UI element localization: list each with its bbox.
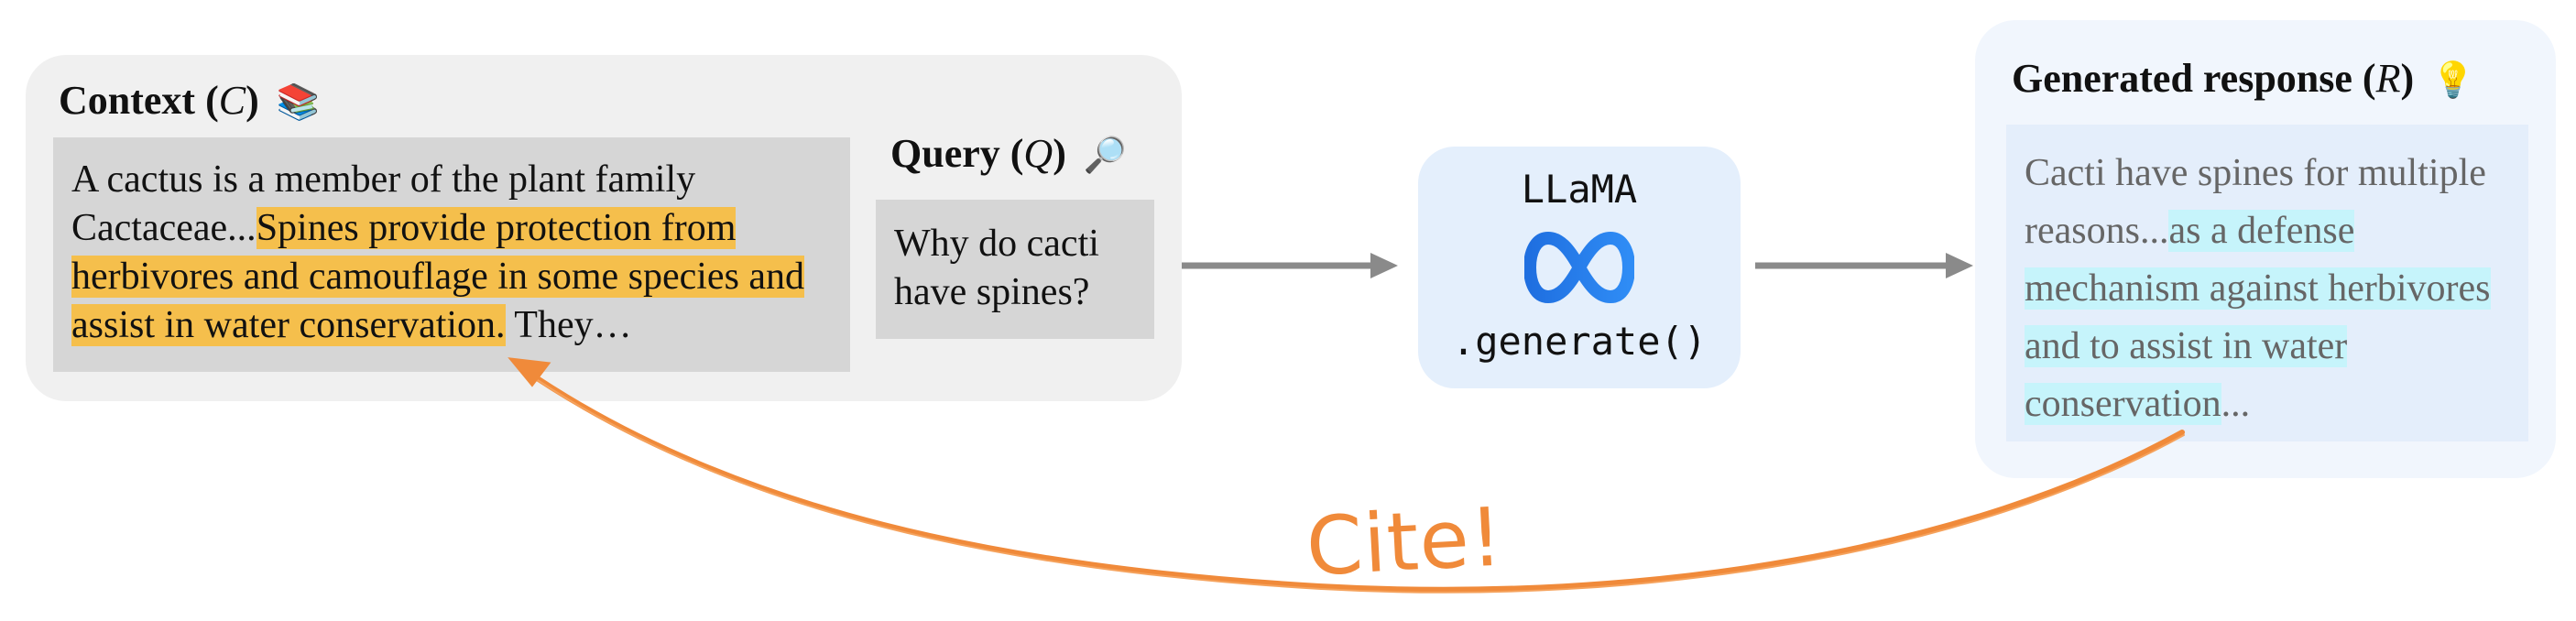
books-icon: 📚 (276, 82, 321, 122)
model-name: LLaMA (1521, 167, 1638, 212)
query-title: Query (Q) 🔎 (890, 131, 1128, 176)
response-title-word: Generated response (2012, 56, 2352, 101)
response-var: R (2375, 56, 2401, 101)
flow-arrow-model-to-response (1755, 253, 1973, 278)
lightbulb-icon: 💡 (2431, 60, 2475, 100)
context-title-word: Context (59, 78, 196, 123)
response-plain-text: Cacti have spines for multiple reasons..… (2025, 152, 2486, 252)
flow-arrow-query-to-model (1182, 253, 1398, 278)
response-title: Generated response (R) 💡 (2012, 56, 2475, 101)
query-var: Q (1023, 131, 1053, 176)
meta-infinity-logo-icon (1524, 232, 1634, 303)
query-title-word: Query (890, 131, 1000, 176)
context-plain-text: A cactus is a member of the plant family… (71, 158, 696, 249)
response-tail-text: ... (2221, 383, 2251, 425)
context-var: C (218, 78, 246, 123)
magnifier-icon: 🔎 (1083, 135, 1128, 175)
model-panel: LLaMA .generate() (1418, 147, 1741, 388)
context-tail-text: They… (505, 304, 632, 346)
cite-arrow (508, 357, 2185, 594)
cite-label: Cite! (1304, 489, 1506, 594)
context-text-box: A cactus is a member of the plant family… (53, 137, 850, 372)
query-text-box: Why do cacti have spines? (876, 200, 1154, 339)
context-title: Context (C) 📚 (59, 78, 321, 123)
query-text: Why do cacti have spines? (894, 223, 1099, 313)
model-method: .generate() (1451, 319, 1708, 364)
response-text-box: Cacti have spines for multiple reasons..… (2006, 125, 2528, 441)
